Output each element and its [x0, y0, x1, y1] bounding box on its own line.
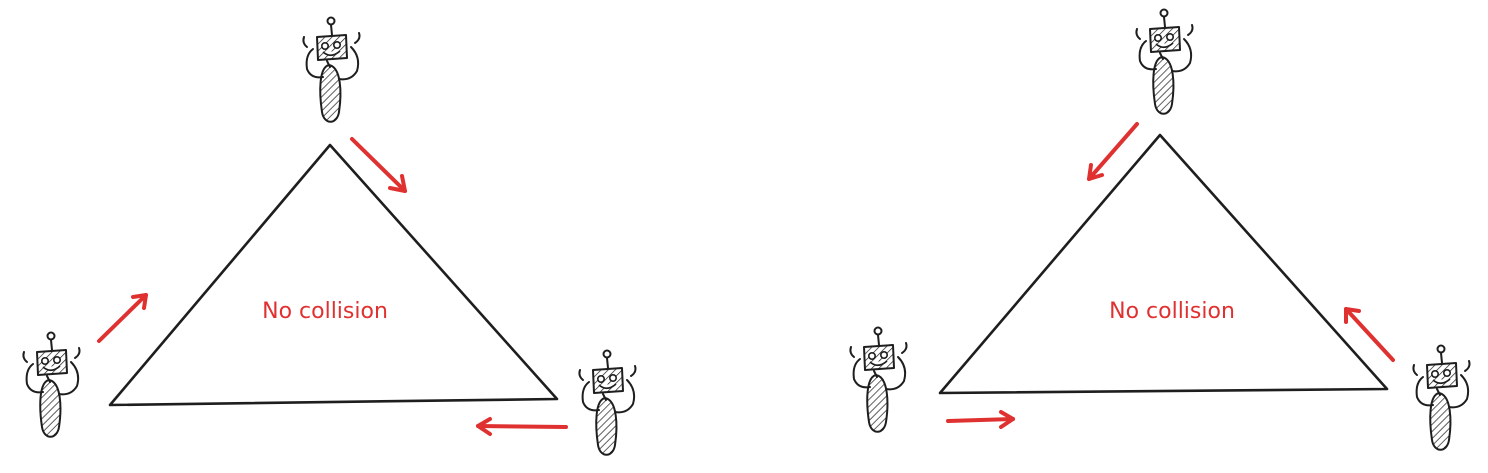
right-panel: No collision	[849, 8, 1471, 451]
robot-icon	[22, 331, 81, 438]
robot-icon	[302, 16, 361, 123]
panel-label: No collision	[1109, 299, 1235, 324]
arrow-icon	[1087, 122, 1139, 181]
robot-icon	[578, 349, 637, 456]
arrow-icon	[476, 417, 568, 436]
robot-icon	[849, 326, 908, 433]
robot-icon	[1412, 344, 1471, 451]
robot-icon	[1135, 8, 1194, 115]
arrow-icon	[350, 137, 407, 193]
arrow-icon	[1344, 307, 1395, 362]
panel-label: No collision	[262, 299, 388, 324]
triangle	[108, 143, 559, 407]
arrow-icon	[946, 410, 1015, 429]
triangle	[938, 133, 1389, 395]
left-panel: No collision	[22, 16, 637, 456]
arrow-icon	[97, 293, 148, 343]
